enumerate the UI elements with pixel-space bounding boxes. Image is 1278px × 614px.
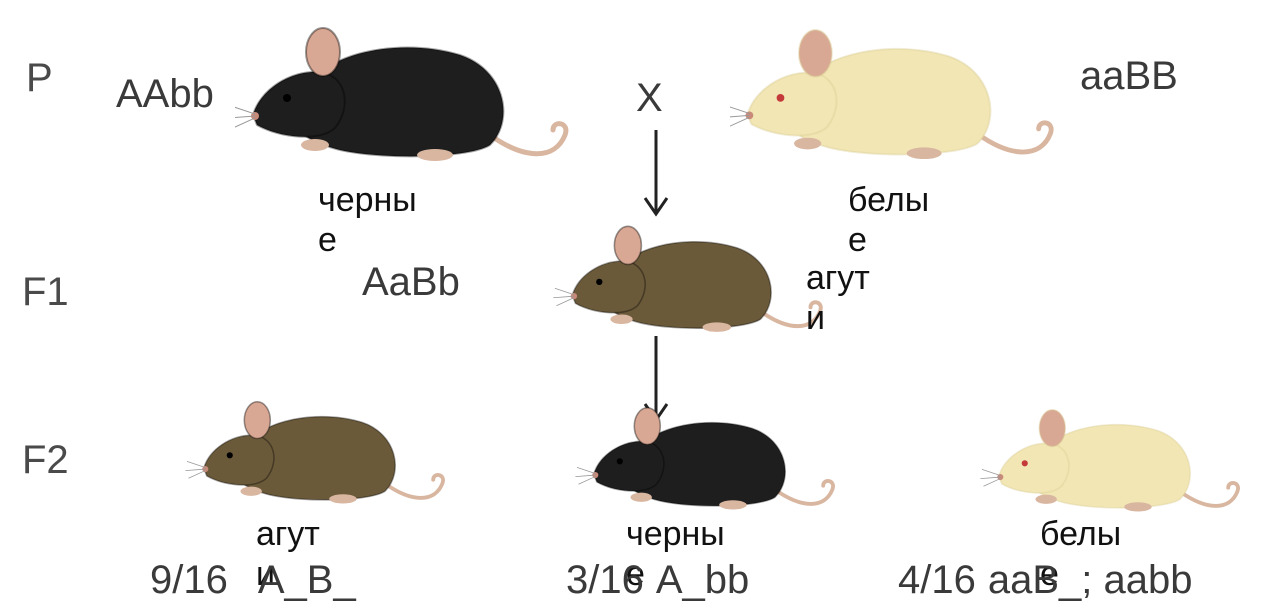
f2-black-genotype: A_bb: [656, 558, 749, 602]
mouse-head: [999, 443, 1069, 493]
mouse-head: [204, 435, 274, 485]
mouse-head: [594, 441, 664, 491]
f2-agouti-genotype: A_B_: [258, 558, 356, 602]
mouse-eye: [777, 94, 785, 102]
mouse-whisker: [730, 117, 749, 127]
parent-left-phenotype-line1: черны: [318, 180, 458, 220]
mouse-eye: [283, 94, 291, 102]
f2-black-ratio: 3/16 A_bb: [566, 560, 749, 600]
mouse-hind-foot: [703, 322, 732, 332]
generation-f1-label: F1: [22, 272, 69, 312]
mouse-ear: [244, 402, 270, 439]
mouse-whisker: [185, 469, 205, 471]
mouse-hind-foot: [719, 500, 747, 509]
f2-black-phenotype-line1: черны: [626, 514, 766, 554]
parent-right-genotype: aaBB: [1080, 56, 1178, 96]
f2-agouti-ratio-value: 9/16: [150, 558, 228, 602]
mouse-whisker: [187, 461, 205, 467]
mouse-head: [747, 73, 836, 136]
mouse-eye: [596, 279, 602, 285]
parent-right-phenotype: белы е: [848, 180, 988, 260]
mouse-whisker: [980, 477, 1000, 479]
mouse-whisker: [188, 471, 205, 479]
mouse-whisker: [982, 469, 1000, 475]
mouse-hind-foot: [907, 147, 942, 159]
parent-left-phenotype: черны е: [318, 180, 458, 260]
mouse-whisker: [983, 479, 1000, 487]
mouse-ear: [799, 30, 832, 77]
parent-right-phenotype-line1: белы: [848, 180, 988, 220]
parent-right-phenotype-line2: е: [848, 220, 988, 260]
mouse-front-foot: [1035, 495, 1056, 504]
cross-symbol: X: [636, 78, 663, 118]
mouse-head: [253, 72, 345, 137]
f2-white-phenotype-line1: белы: [1040, 514, 1180, 554]
mouse-ear: [1039, 410, 1065, 447]
arrow-down-icon: [641, 128, 671, 220]
mouse-front-foot: [610, 314, 632, 324]
mouse-ear: [306, 28, 340, 76]
black-mouse-parent: [235, 10, 575, 180]
f2-white-ratio-value: 4/16: [898, 558, 976, 602]
mouse-eye: [227, 452, 233, 458]
mouse-whisker: [730, 106, 749, 114]
f1-phenotype-line1: агут: [806, 258, 946, 298]
mouse-front-foot: [240, 487, 261, 496]
mouse-ear: [634, 408, 660, 445]
mouse-hind-foot: [329, 494, 357, 503]
agouti-mouse-f2: [150, 388, 490, 518]
mouse-eye: [1022, 460, 1028, 466]
mouse-whisker: [577, 467, 595, 473]
parent-left-phenotype-line2: е: [318, 220, 458, 260]
white-mouse-parent: [730, 10, 1060, 180]
mouse-front-foot: [301, 139, 329, 151]
black-mouse-f2: [540, 394, 880, 524]
mouse-front-foot: [630, 493, 651, 502]
f2-black-ratio-value: 3/16: [566, 558, 644, 602]
mouse-hind-foot: [1124, 502, 1152, 511]
mouse-whisker: [555, 288, 574, 294]
f1-genotype: AaBb: [362, 262, 460, 302]
mouse-whisker: [575, 475, 595, 477]
f2-white-genotype: aaB_; aabb: [988, 558, 1193, 602]
f2-agouti-phenotype-line1: агут: [256, 514, 396, 554]
f2-agouti-ratio: 9/16 A_B_: [150, 560, 356, 600]
mouse-front-foot: [794, 138, 821, 150]
f1-phenotype: агут и: [806, 258, 946, 338]
mouse-ear: [614, 226, 641, 264]
white-mouse-f2: [955, 396, 1275, 526]
generation-p-label: P: [26, 58, 53, 98]
f2-white-ratio: 4/16 aaB_; aabb: [898, 560, 1193, 600]
mouse-whisker: [553, 296, 574, 298]
mouse-whisker: [235, 106, 255, 114]
parent-left-genotype: AAbb: [116, 74, 214, 114]
mouse-eye: [617, 458, 623, 464]
mouse-head: [572, 261, 645, 313]
mouse-whisker: [556, 298, 573, 306]
mouse-whisker: [235, 118, 255, 128]
mouse-hind-foot: [417, 149, 453, 161]
generation-f2-label: F2: [22, 440, 69, 480]
f1-phenotype-line2: и: [806, 298, 946, 338]
mouse-whisker: [578, 477, 595, 485]
